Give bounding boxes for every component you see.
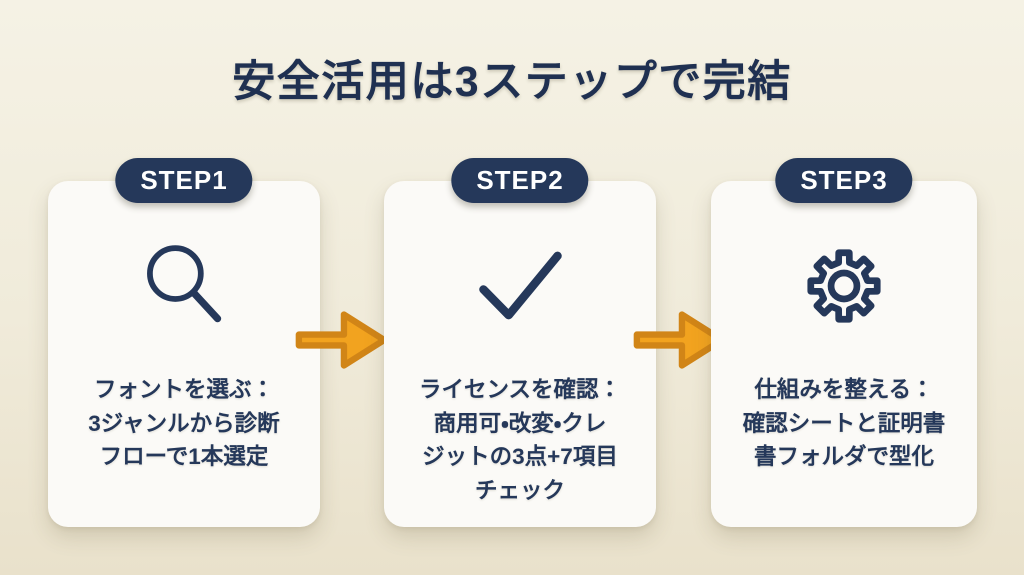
checkmark-icon xyxy=(384,229,656,343)
step1-card: STEP1 フォントを選ぶ： 3ジャンルから診断 フローで1本選定 xyxy=(48,158,320,527)
step2-line3: ジットの3点+7項目 xyxy=(422,444,618,470)
step1-line1: フォントを選ぶ： xyxy=(93,377,274,402)
arrow-right-icon xyxy=(633,311,726,369)
gear-icon xyxy=(711,229,977,343)
step2-line2: 商用可・改変・クレ xyxy=(433,410,607,436)
step1-description: フォントを選ぶ： 3ジャンルから診断 フローで1本選定 xyxy=(48,373,320,474)
step3-card: STEP3 仕組みを整える： 確認シートと証明書 書フォルダで型化 xyxy=(711,158,977,527)
step2-badge: STEP2 xyxy=(451,158,589,203)
step2-card: STEP2 ライセンスを確認： 商用可・改変・クレ ジットの3点+7項目 チェッ… xyxy=(384,158,656,527)
step2-line4: チェック xyxy=(474,477,565,503)
step1-badge: STEP1 xyxy=(115,158,253,203)
step2-description: ライセンスを確認： 商用可・改変・クレ ジットの3点+7項目 チェック xyxy=(384,373,656,507)
magnifier-search-icon xyxy=(48,229,320,343)
step3-line3: 書フォルダで型化 xyxy=(753,444,934,470)
step3-line2: 確認シートと証明書 xyxy=(742,410,946,436)
step1-line2: 3ジャンルから診断 xyxy=(88,410,280,436)
step1-line3: フローで1本選定 xyxy=(99,444,269,470)
step2-line1: ライセンスを確認： xyxy=(418,377,622,402)
step3-line1: 仕組みを整える： xyxy=(754,377,934,402)
step3-description: 仕組みを整える： 確認シートと証明書 書フォルダで型化 xyxy=(711,373,977,474)
page-title: 安全活用は3ステップで完結 xyxy=(232,58,792,106)
arrow-right-icon xyxy=(295,311,388,369)
step3-badge: STEP3 xyxy=(775,158,913,203)
